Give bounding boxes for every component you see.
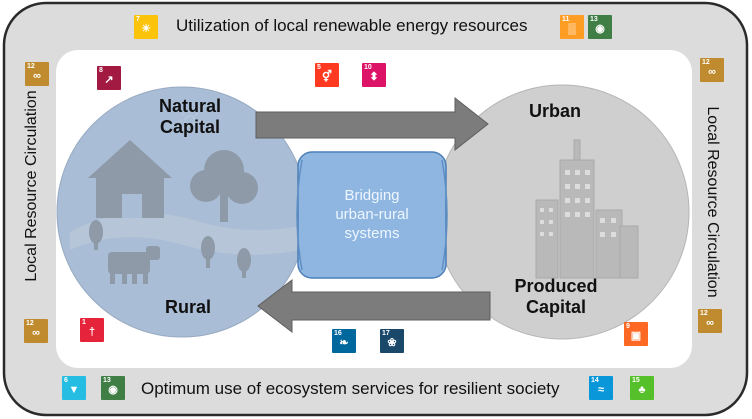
sdg-5-badge: 5⚥ [315,63,339,87]
sdg-number: 12 [26,320,34,327]
city-windows [540,170,616,237]
sdg-15-badge: 15♣ [630,376,654,400]
natural-capital-line2: Capital [159,117,220,137]
city-icon: ▒ [568,23,576,35]
sdg-1-badge: 1† [80,318,104,342]
infinity-icon: ∞ [708,66,716,78]
growth-icon: ↗ [104,74,114,86]
sdg-13-bot-badge: 13◉ [101,376,125,400]
sdg-7-top-badge: 7☀ [134,15,158,39]
eye-icon: ◉ [595,23,605,35]
urban-label: Urban [528,101,581,121]
sdg-number: 6 [64,377,68,384]
sdg-number: 13 [590,16,598,23]
sdg-number: 11 [562,16,570,23]
bridging-box [297,151,447,279]
sdg-12-left-bot-badge: 12∞ [24,319,48,343]
city-icon [535,139,639,279]
sdg-number: 1 [82,319,86,326]
sdg-17-badge: 17❀ [380,329,404,353]
sdg-10-badge: 10⬍ [362,63,386,87]
natural-capital-line1: Natural [158,96,221,116]
sun-icon [179,110,201,132]
rural-scene-icon [70,140,300,284]
sdg-14-badge: 14≈ [589,376,613,400]
right-side-label: Local Resource Circulation [704,106,721,298]
bridging-text: Bridging urban-rural systems [308,186,436,243]
tree-icon: ♣ [638,384,646,396]
bottom-banner-text: Optimum use of ecosystem services for re… [141,379,560,398]
sdg-8-badge: 8↗ [97,66,121,90]
sun-icon: ☀ [141,23,151,35]
sdg-9-badge: 9▣ [624,322,648,346]
bridging-line1: Bridging [344,187,400,204]
arrow-to-rural [257,278,491,334]
bridging-line3: systems [344,225,400,242]
arrow-to-urban [255,96,489,152]
sdg-number: 12 [27,63,35,70]
sdg-12-right-top-badge: 12∞ [700,58,724,82]
infinity-icon: ∞ [33,70,41,82]
sdg-number: 10 [364,64,372,71]
sdg-12-right-bot-badge: 12∞ [698,309,722,333]
sdg-number: 15 [632,377,640,384]
sdg-number: 14 [591,377,599,384]
equality-icon: ⬍ [369,71,379,83]
sdg-number: 16 [334,330,342,337]
rural-label: Rural [164,297,211,317]
cubes-icon: ▣ [630,330,642,342]
sdg-number: 12 [702,59,710,66]
sdg-number: 13 [103,377,111,384]
produced-capital-line2: Capital [525,297,586,317]
fish-icon: ≈ [597,384,605,396]
top-banner-text: Utilization of local renewable energy re… [176,16,528,35]
sdg-13-top-badge: 13◉ [588,15,612,39]
sdg-number: 8 [99,67,103,74]
sdg-16-badge: 16❧ [332,329,356,353]
natural-capital-label: Natural Capital [142,96,238,138]
dove-icon: ❧ [339,337,349,349]
sdg-6-badge: 6▼ [62,376,86,400]
sdg-number: 5 [317,64,321,71]
infinity-icon: ∞ [706,317,714,329]
sdg-12-left-top-badge: 12∞ [25,62,49,86]
sdg-number: 9 [626,323,630,330]
left-side-label: Local Resource Circulation [23,90,40,282]
sdg-11-top-badge: 11▒ [560,15,584,39]
sdg-number: 7 [136,16,140,23]
sdg-number: 17 [382,330,390,337]
produced-capital-line1: Produced [514,276,598,296]
sdg-number: 12 [700,310,708,317]
family-icon: † [88,326,96,338]
produced-capital-label: Produced Capital [498,276,614,318]
rings-icon: ❀ [387,337,397,349]
gender-icon: ⚥ [322,71,332,83]
drop-icon: ▼ [68,384,80,396]
bridging-line2: urban-rural [335,206,409,223]
infinity-icon: ∞ [32,327,40,339]
eye-icon: ◉ [108,384,118,396]
